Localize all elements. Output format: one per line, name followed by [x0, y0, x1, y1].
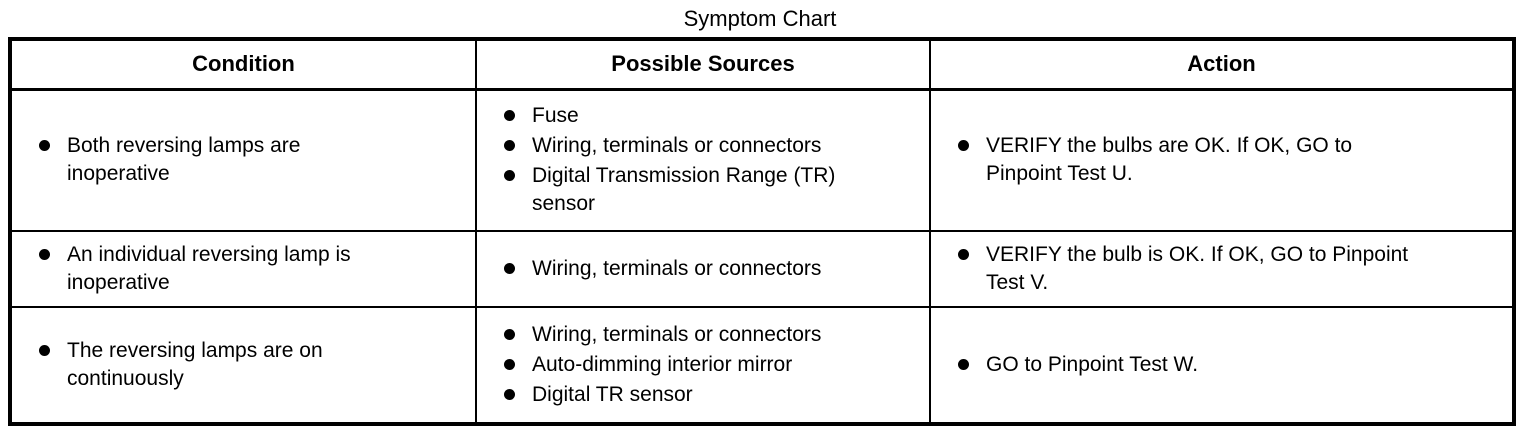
- symptom-row-individual-lamp-inoperative: An individual reversing lamp is inoperat…: [9, 230, 1515, 308]
- bullet-icon: [504, 329, 515, 340]
- list-item: The reversing lamps are on continuously: [39, 337, 467, 393]
- list-item: Digital Transmission Range (TR) sensor: [504, 162, 921, 218]
- list-item: Fuse: [504, 102, 921, 130]
- bullet-icon: [504, 359, 515, 370]
- condition-text: The reversing lamps are on continuously: [67, 339, 323, 390]
- bullet-icon: [39, 345, 50, 356]
- bullet-icon: [958, 359, 969, 370]
- condition-cell: The reversing lamps are on continuously: [9, 306, 477, 425]
- symptom-chart-table: Condition Possible Sources Action Both r…: [8, 37, 1516, 426]
- bullet-icon: [958, 140, 969, 152]
- bullet-list: VERIFY the bulb is OK. If OK, GO to Pinp…: [931, 241, 1504, 297]
- bullet-list: Both reversing lamps are inoperative: [12, 132, 467, 188]
- action-text: VERIFY the bulbs are OK. If OK, GO to Pi…: [986, 134, 1353, 186]
- action-cell: VERIFY the bulbs are OK. If OK, GO to Pi…: [929, 88, 1515, 232]
- list-item: Wiring, terminals or connectors: [504, 255, 921, 283]
- header-possible-sources: Possible Sources: [475, 38, 931, 91]
- list-item: GO to Pinpoint Test W.: [958, 351, 1504, 379]
- list-item: VERIFY the bulbs are OK. If OK, GO to Pi…: [958, 132, 1504, 188]
- list-item: An individual reversing lamp is inoperat…: [39, 241, 467, 297]
- bullet-list: Fuse Wiring, terminals or connectors Dig…: [477, 102, 921, 218]
- bullet-icon: [504, 170, 515, 182]
- bullet-list: Wiring, terminals or connectors: [477, 255, 921, 283]
- list-item: Wiring, terminals or connectors: [504, 132, 921, 160]
- source-text: Digital Transmission Range (TR) sensor: [532, 164, 836, 216]
- page-title: Symptom Chart: [683, 6, 837, 31]
- bullet-icon: [504, 140, 515, 152]
- bullet-list: VERIFY the bulbs are OK. If OK, GO to Pi…: [931, 132, 1504, 188]
- bullet-icon: [504, 263, 515, 274]
- bullet-icon: [39, 140, 50, 152]
- header-condition: Condition: [9, 38, 477, 91]
- bullet-icon: [958, 249, 969, 260]
- sources-cell: Fuse Wiring, terminals or connectors Dig…: [475, 88, 931, 232]
- symptom-row-both-lamps-inoperative: Both reversing lamps are inoperative Fus…: [9, 88, 1515, 232]
- condition-text: An individual reversing lamp is inoperat…: [67, 243, 351, 294]
- sources-cell: Wiring, terminals or connectors: [475, 230, 931, 308]
- bullet-list: GO to Pinpoint Test W.: [931, 351, 1504, 379]
- action-text: VERIFY the bulb is OK. If OK, GO to Pinp…: [986, 243, 1409, 294]
- bullet-list: An individual reversing lamp is inoperat…: [12, 241, 467, 297]
- list-item: Digital TR sensor: [504, 381, 921, 409]
- source-text: Wiring, terminals or connectors: [532, 134, 822, 158]
- header-row: Condition Possible Sources Action: [9, 38, 1515, 91]
- condition-cell: An individual reversing lamp is inoperat…: [9, 230, 477, 308]
- bullet-list: Wiring, terminals or connectors Auto-dim…: [477, 321, 921, 409]
- condition-cell: Both reversing lamps are inoperative: [9, 88, 477, 232]
- source-text: Fuse: [532, 104, 579, 128]
- source-text: Digital TR sensor: [532, 383, 693, 406]
- sources-cell: Wiring, terminals or connectors Auto-dim…: [475, 306, 931, 425]
- list-item: Auto-dimming interior mirror: [504, 351, 921, 379]
- list-item: VERIFY the bulb is OK. If OK, GO to Pinp…: [958, 241, 1504, 297]
- action-cell: VERIFY the bulb is OK. If OK, GO to Pinp…: [929, 230, 1515, 308]
- list-item: Wiring, terminals or connectors: [504, 321, 921, 349]
- source-text: Auto-dimming interior mirror: [532, 353, 793, 376]
- bullet-list: The reversing lamps are on continuously: [12, 337, 467, 393]
- list-item: Both reversing lamps are inoperative: [39, 132, 467, 188]
- condition-text: Both reversing lamps are inoperative: [67, 134, 301, 186]
- bullet-icon: [504, 110, 515, 122]
- bullet-icon: [39, 249, 50, 260]
- header-action: Action: [929, 38, 1515, 91]
- source-text: Wiring, terminals or connectors: [532, 257, 822, 280]
- symptom-row-lamps-on-continuously: The reversing lamps are on continuously …: [9, 306, 1515, 425]
- action-text: GO to Pinpoint Test W.: [986, 353, 1199, 376]
- source-text: Wiring, terminals or connectors: [532, 323, 822, 346]
- bullet-icon: [504, 389, 515, 400]
- action-cell: GO to Pinpoint Test W.: [929, 306, 1515, 425]
